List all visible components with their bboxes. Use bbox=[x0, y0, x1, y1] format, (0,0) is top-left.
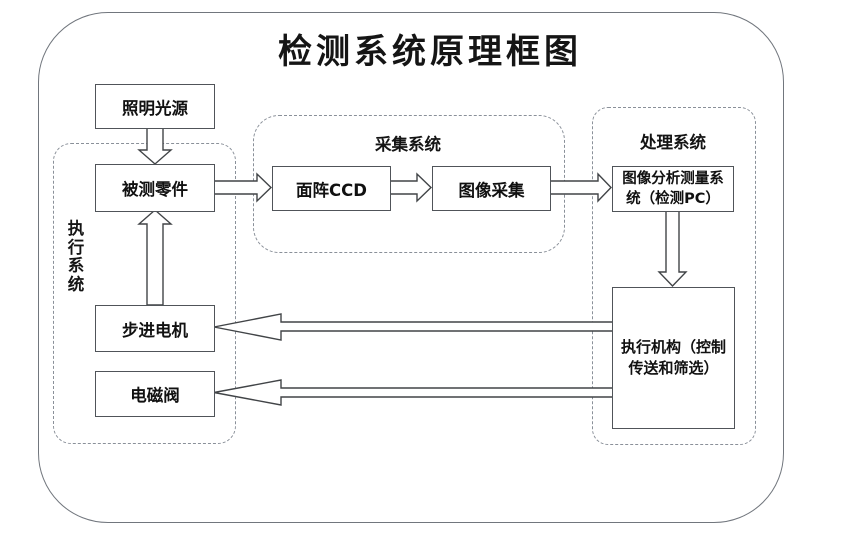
arrow-actuator-to-valve bbox=[213, 379, 614, 406]
arrow-light-to-part bbox=[137, 126, 173, 165]
box-image-capture: 图像采集 bbox=[432, 166, 551, 211]
box-image-capture-label: 图像采集 bbox=[458, 180, 525, 200]
arrow-part-to-ccd bbox=[212, 172, 273, 203]
box-actuator-line1: 执行机构（控制 bbox=[620, 338, 726, 356]
arrow-analysis-to-actuator bbox=[657, 209, 688, 288]
arrow-ccd-to-capture bbox=[388, 172, 433, 203]
box-tested-part: 被测零件 bbox=[95, 164, 215, 212]
box-image-analysis-system: 图像分析测量系 统（检测PC） bbox=[612, 166, 734, 212]
box-solenoid-valve-label: 电磁阀 bbox=[130, 386, 180, 405]
group-execution-system bbox=[53, 143, 236, 444]
group-processing-system bbox=[592, 107, 756, 445]
arrow-motor-to-part bbox=[137, 209, 173, 306]
group-label-execution: 执行系统 bbox=[67, 219, 85, 294]
box-stepper-motor: 步进电机 bbox=[95, 305, 215, 352]
box-image-analysis-line2: 统（检测PC） bbox=[626, 191, 720, 207]
box-illumination-source: 照明光源 bbox=[95, 84, 215, 129]
box-area-ccd-label: 面阵CCD bbox=[296, 180, 367, 200]
box-image-analysis-line1: 图像分析测量系 bbox=[622, 171, 724, 187]
box-actuator-line2: 传送和筛选） bbox=[628, 359, 719, 377]
outer-rounded-frame bbox=[38, 12, 784, 523]
box-illumination-source-label: 照明光源 bbox=[122, 98, 188, 118]
box-solenoid-valve: 电磁阀 bbox=[95, 371, 215, 417]
box-tested-part-label: 被测零件 bbox=[122, 180, 188, 199]
group-label-acquisition: 采集系统 bbox=[375, 135, 441, 154]
arrow-actuator-to-motor bbox=[213, 313, 614, 341]
box-actuator-mechanism: 执行机构（控制 传送和筛选） bbox=[612, 287, 735, 429]
box-area-ccd: 面阵CCD bbox=[272, 166, 391, 211]
diagram-title: 检测系统原理框图 bbox=[278, 32, 582, 72]
box-stepper-motor-label: 步进电机 bbox=[122, 320, 188, 340]
arrow-capture-to-analysis bbox=[548, 172, 612, 203]
group-label-processing: 处理系统 bbox=[640, 133, 706, 152]
